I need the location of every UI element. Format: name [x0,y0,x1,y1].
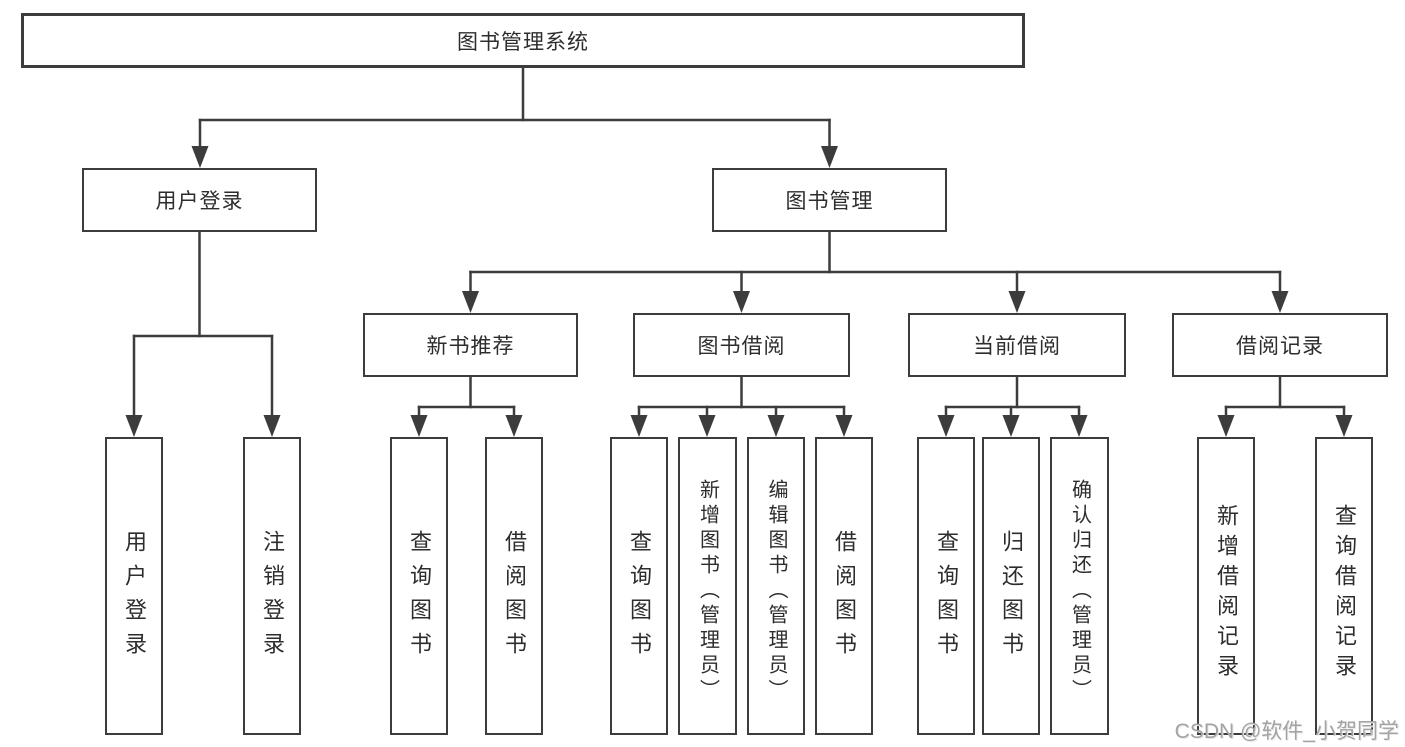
node-label: 用户登录 [122,530,147,666]
node-query-books-current: 查询图书 [917,437,975,735]
node-borrowing-records: 借阅记录 [1172,313,1388,377]
node-book-borrowing: 图书借阅 [633,313,850,377]
node-library-management-system: 图书管理系统 [21,13,1025,68]
node-confirm-return-admin: 确认归还（管理员） [1050,437,1109,735]
node-label: 新书推荐 [426,335,515,358]
node-label: 借阅图书 [832,530,857,666]
node-label: 新增图书（管理员） [696,478,719,704]
node-label: 用户登录 [155,190,244,213]
node-label: 图书管理 [785,190,874,213]
node-return-books: 归还图书 [982,437,1040,735]
node-label: 借阅图书 [502,530,527,666]
watermark-text: CSDN @软件_小贺同学 [1174,720,1399,743]
node-user-login: 用户登录 [82,168,317,232]
node-borrow-books-recommend: 借阅图书 [485,437,543,735]
node-query-books-borrowing: 查询图书 [610,437,668,735]
node-label: 新增借阅记录 [1214,504,1239,684]
node-borrow-books-borrowing: 借阅图书 [815,437,873,735]
node-label: 编辑图书（管理员） [765,478,787,704]
node-query-borrow-record: 查询借阅记录 [1315,437,1373,735]
node-label: 图书借阅 [697,335,786,358]
node-label: 借阅记录 [1236,335,1324,358]
node-current-borrowing: 当前借阅 [908,313,1126,377]
node-add-books-admin: 新增图书（管理员） [678,437,737,735]
node-add-borrow-record: 新增借阅记录 [1197,437,1255,735]
node-query-books-recommend: 查询图书 [390,437,448,735]
node-label: 注销登录 [260,530,285,666]
node-label: 当前借阅 [973,335,1061,358]
node-label: 查询图书 [407,530,432,666]
node-label: 查询图书 [627,530,652,666]
node-new-book-recommendation: 新书推荐 [363,313,578,377]
node-label: 确认归还（管理员） [1068,478,1091,704]
node-logout: 注销登录 [243,437,301,735]
node-label: 查询借阅记录 [1332,504,1357,684]
node-user-login-leaf: 用户登录 [105,437,163,735]
node-label: 归还图书 [999,530,1024,666]
node-label: 图书管理系统 [457,30,589,54]
node-label: 查询图书 [934,530,959,666]
node-edit-books-admin: 编辑图书（管理员） [747,437,805,735]
node-book-management: 图书管理 [712,168,947,232]
